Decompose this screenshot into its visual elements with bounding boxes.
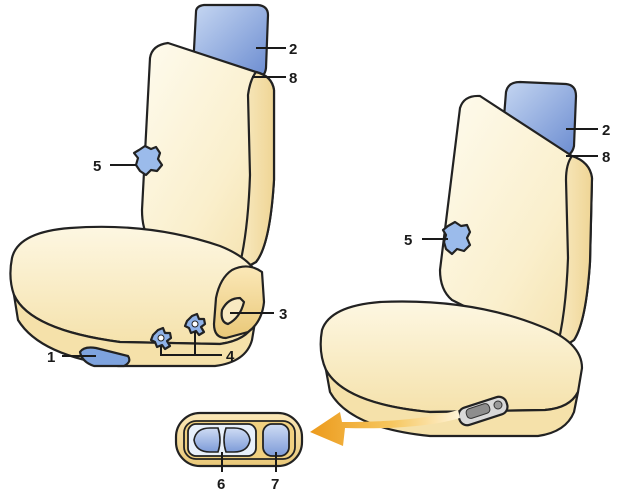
right-seat (319, 80, 594, 438)
power-switch-icon[interactable] (456, 395, 509, 428)
callout-left-headrest: 2 (289, 41, 297, 58)
left-callouts: 2 8 5 3 1 4 (47, 41, 297, 366)
callout-right-headrest-guide: 8 (602, 149, 610, 166)
callout-right-headrest: 2 (602, 122, 610, 139)
seat-switch-right-button[interactable] (223, 427, 251, 453)
height-knob-icon[interactable] (183, 312, 207, 337)
callout-right-lumbar: 5 (404, 232, 412, 249)
lumbar-knob-icon[interactable] (441, 220, 472, 256)
callout-height-knobs: 4 (226, 348, 235, 365)
callout-seat-lever: 1 (47, 349, 55, 366)
callout-recline-lever: 3 (279, 306, 287, 323)
seat-switch-left-button[interactable] (193, 427, 221, 453)
zoom-arrow (310, 410, 460, 446)
lumbar-knob-icon[interactable] (132, 144, 164, 177)
recline-lever[interactable] (220, 296, 246, 326)
left-seat (9, 3, 276, 368)
callout-power-seat-switch: 6 (217, 476, 225, 493)
bottom-callouts: 6 7 (217, 452, 279, 493)
seat-slide-lever[interactable] (78, 346, 131, 368)
recline-switch-button[interactable] (262, 423, 290, 457)
height-knob-icon[interactable] (149, 326, 173, 351)
callout-power-recline-switch: 7 (271, 476, 279, 493)
right-callouts: 2 8 5 (404, 122, 610, 249)
callout-left-headrest-guide: 8 (289, 70, 297, 87)
power-switch-detail (174, 411, 304, 468)
callout-left-lumbar: 5 (93, 158, 101, 175)
